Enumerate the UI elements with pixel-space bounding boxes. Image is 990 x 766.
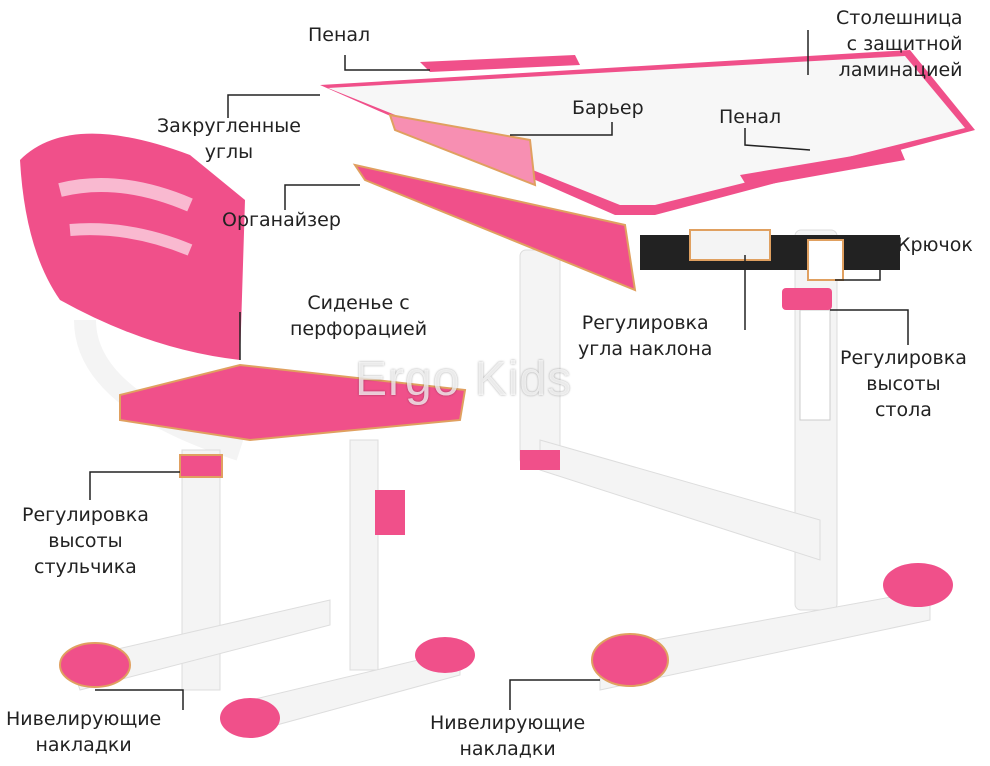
chair (20, 133, 475, 738)
desk-frame (519, 229, 953, 691)
label-pencil-case-right: Пенал (719, 106, 782, 128)
watermark: Ergo Kids (355, 353, 573, 406)
label-organizer: Органайзер (222, 209, 341, 231)
desk-top (320, 50, 975, 292)
label-barrier: Барьер (572, 97, 644, 119)
label-hook: Крючок (897, 234, 973, 256)
leader-lines (89, 30, 909, 710)
label-pencil-case-top: Пенал (308, 24, 371, 46)
